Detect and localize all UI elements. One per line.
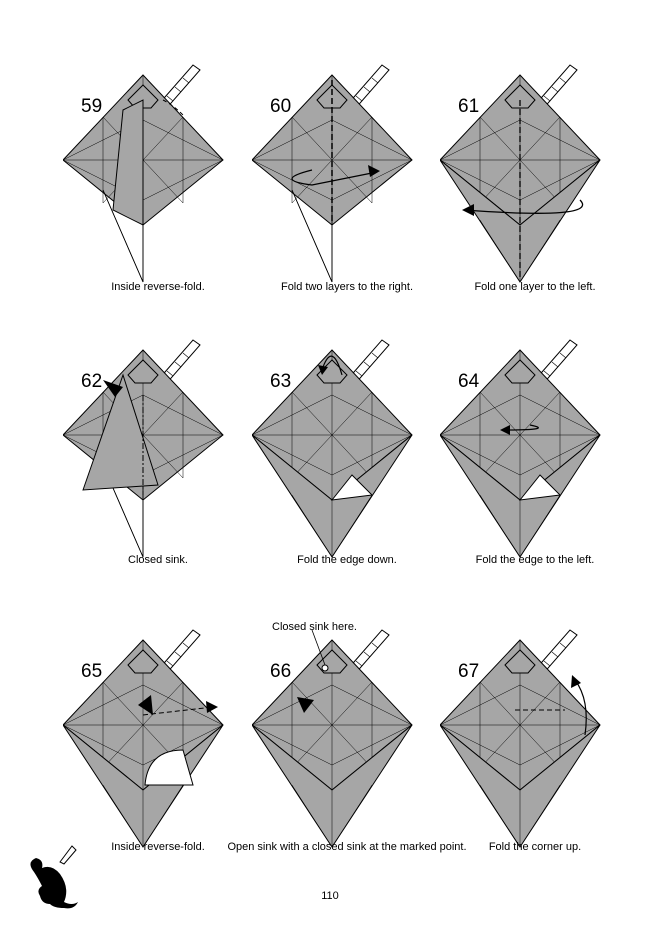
step-61: 61 Fold one layer to the left. [440,60,630,310]
step-number: 62 [81,371,103,392]
step-caption: Open sink with a closed sink at the mark… [227,841,467,853]
fold-arrow [291,169,378,186]
step-63-diagram [252,339,413,558]
step-caption: Fold the corner up. [488,841,582,853]
step-65: 65 Inside reverse-fold. [63,625,253,875]
step-67: 67 Fold the corner up. [440,625,630,875]
step-caption: Fold one layer to the left. [474,281,596,293]
step-number: 60 [270,96,292,117]
step-caption: Fold two layers to the right. [280,281,414,293]
mouse-chef-logo [30,845,79,909]
step-60-diagram [252,64,413,283]
step-caption: Inside reverse-fold. [111,841,205,853]
step-64: 64 Fold the edge to the left. [440,335,630,585]
closed-sink-annotation: Closed sink here. [272,621,357,633]
step-caption: Inside reverse-fold. [111,281,205,293]
step-67-diagram [440,629,601,848]
step-caption: Closed sink. [128,554,188,566]
step-59-diagram [63,64,224,283]
page-number: 110 [321,890,339,902]
step-number: 61 [458,96,480,117]
marked-point [321,664,329,672]
step-61-diagram [440,64,601,283]
step-number: 65 [81,661,103,682]
step-66: 66 Open sink with a closed sink at the m… [227,625,467,875]
step-65-diagram [63,629,224,848]
step-number: 63 [270,371,292,392]
step-number: 66 [270,661,292,682]
step-number: 67 [458,661,480,682]
step-62: 62 Closed sink. [63,335,253,585]
step-63: 63 Fold the edge down. [252,335,442,585]
step-59: 59 Inside reverse-fold. [63,60,253,310]
step-caption: Fold the edge down. [297,554,397,566]
step-64-diagram [440,339,601,558]
step-number: 64 [458,371,480,392]
step-66-diagram [252,629,413,848]
step-60: 60 Fold two layers to the right. [252,60,442,310]
step-62-diagram [63,339,224,558]
step-number: 59 [81,96,103,117]
step-caption: Fold the edge to the left. [475,554,595,566]
